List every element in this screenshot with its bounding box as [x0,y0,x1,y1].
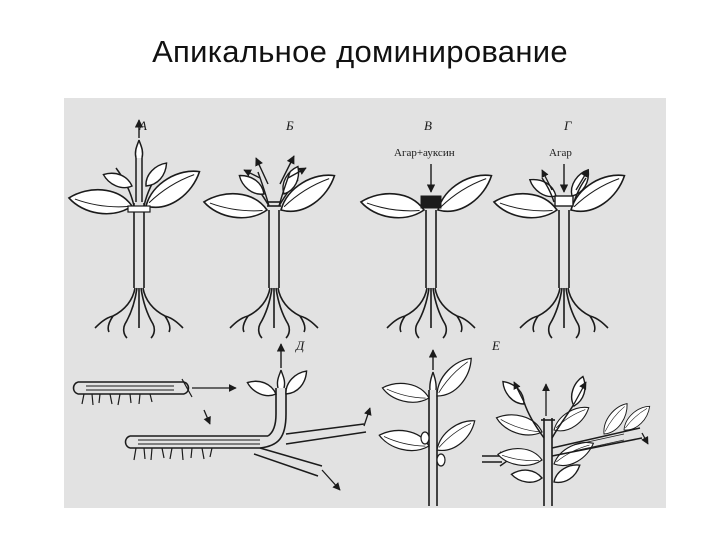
plant-b [201,155,343,339]
caption-agar-auxin: Агар+ауксин [394,147,455,159]
plant-e-before [376,349,482,506]
plant-a [66,119,208,339]
plant-g [491,164,633,339]
slide-title: Апикальное доминирование [152,34,568,69]
caption-agar: Агар [549,147,572,159]
figure-drawing: А Б В Г Д Е Агар+ауксин Агар [66,118,656,506]
plant-d [72,343,372,491]
panel-label-d: Д [294,338,305,353]
plant-e-after [493,374,656,506]
plant-v [358,164,500,339]
apical-dominance-figure: А Б В Г Д Е Агар+ауксин Агар [64,98,666,508]
panel-label-g: Г [563,118,572,133]
panel-label-e: Е [491,338,500,353]
panel-label-b: Б [285,118,294,133]
panel-label-v: В [424,118,432,133]
